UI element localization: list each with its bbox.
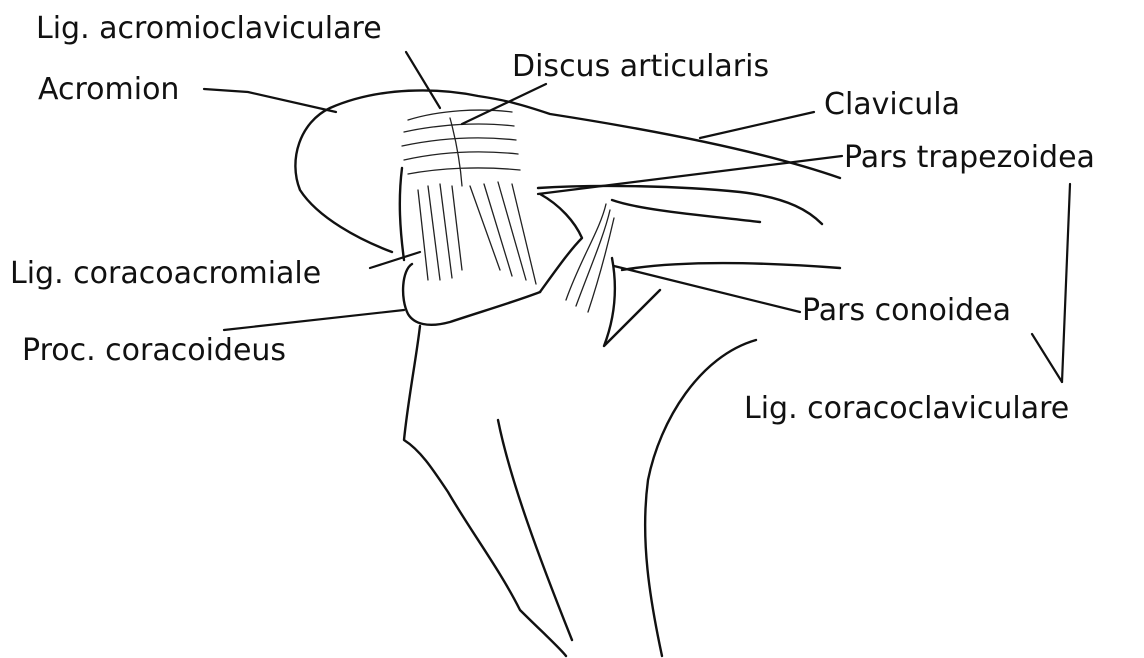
leader-coraco-diagonal	[1032, 334, 1062, 382]
ligament-fibres	[402, 110, 614, 312]
leader-lig-coracoacromiale	[370, 252, 420, 268]
clavicula-lower-outline	[538, 186, 822, 224]
bone-outlines	[295, 90, 840, 656]
label-lig-coracoclaviculare: Lig. coracoclaviculare	[744, 391, 1069, 426]
scapula-body-mid	[498, 420, 572, 640]
acromion-outline	[295, 90, 840, 252]
proc-coracoideus-outline	[403, 264, 540, 325]
label-pars-trapezoidea: Pars trapezoidea	[844, 140, 1095, 175]
acromion-inner-edge	[400, 168, 404, 260]
label-lig-coracoacromiale: Lig. coracoacromiale	[10, 256, 321, 291]
leader-proc-coracoideus	[224, 310, 404, 330]
label-pars-conoidea: Pars conoidea	[802, 293, 1011, 328]
scapula-neck-left	[404, 326, 566, 656]
scapula-body-right	[645, 340, 756, 656]
label-acromion: Acromion	[38, 72, 179, 107]
labels: Lig. acromioclaviculare Discus articular…	[10, 11, 1095, 426]
label-clavicula: Clavicula	[824, 87, 960, 122]
scapula-upper-border	[612, 200, 760, 222]
leader-pars-conoidea	[614, 266, 800, 312]
scapula-spine-line	[622, 263, 840, 270]
leader-discus-articularis	[462, 84, 546, 124]
leader-acromion	[204, 89, 336, 112]
label-proc-coracoideus: Proc. coracoideus	[22, 333, 286, 368]
label-discus-articularis: Discus articularis	[512, 49, 769, 84]
leader-lig-acromioclaviculare	[406, 52, 440, 108]
leader-coraco-vertical	[1062, 184, 1070, 382]
label-lig-acromioclaviculare: Lig. acromioclaviculare	[36, 11, 382, 46]
leader-clavicula	[700, 112, 814, 138]
